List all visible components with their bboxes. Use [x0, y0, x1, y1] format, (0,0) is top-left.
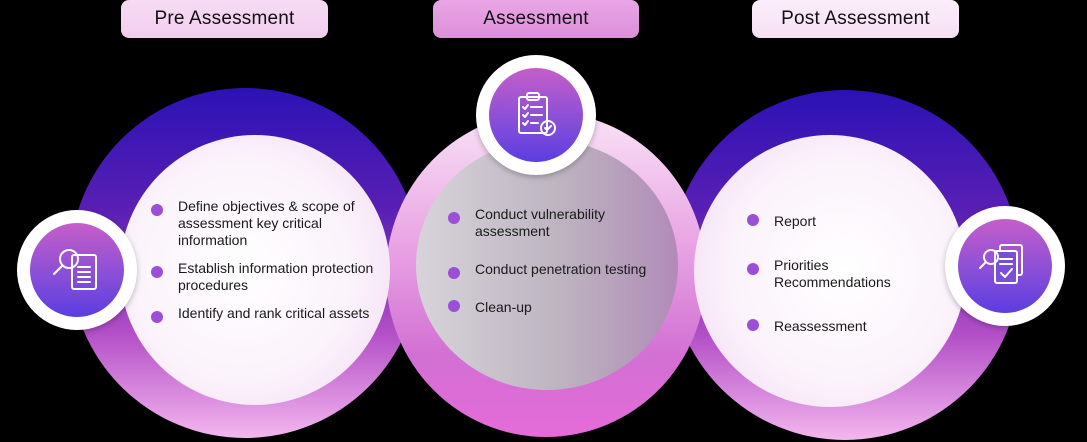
pre-assessment-panel [120, 135, 390, 405]
pre-assessment-list: Define objectives & scope of assessment … [151, 198, 376, 333]
list-item: Conduct penetration testing [448, 261, 648, 279]
list-item: Report [747, 213, 947, 230]
list-item: Identify and rank critical assets [151, 305, 376, 323]
report-review-icon [979, 244, 1023, 284]
list-item: Reassessment [747, 318, 947, 335]
list-item: Clean-up [448, 299, 648, 316]
pre-assessment-badge [17, 210, 137, 330]
document-search-icon [53, 249, 97, 290]
list-item: Define objectives & scope of assessment … [151, 198, 376, 249]
post-assessment-badge [945, 206, 1065, 326]
phase-label-pre-assessment: Pre Assessment [121, 0, 328, 38]
post-assessment-panel [694, 135, 966, 407]
assessment-panel [416, 140, 678, 390]
list-item: Establish information protection procedu… [151, 260, 376, 294]
checklist-clipboard-icon [518, 92, 556, 136]
assessment-badge [476, 55, 596, 175]
list-item: Priorities Recommendations [747, 257, 947, 291]
post-assessment-list: Report Priorities Recommendations Reasse… [747, 213, 947, 362]
assessment-list: Conduct vulnerability assessment Conduct… [448, 206, 648, 337]
phase-label-post-assessment: Post Assessment [752, 0, 959, 38]
list-item: Conduct vulnerability assessment [448, 206, 648, 240]
phase-label-assessment: Assessment [433, 0, 639, 38]
